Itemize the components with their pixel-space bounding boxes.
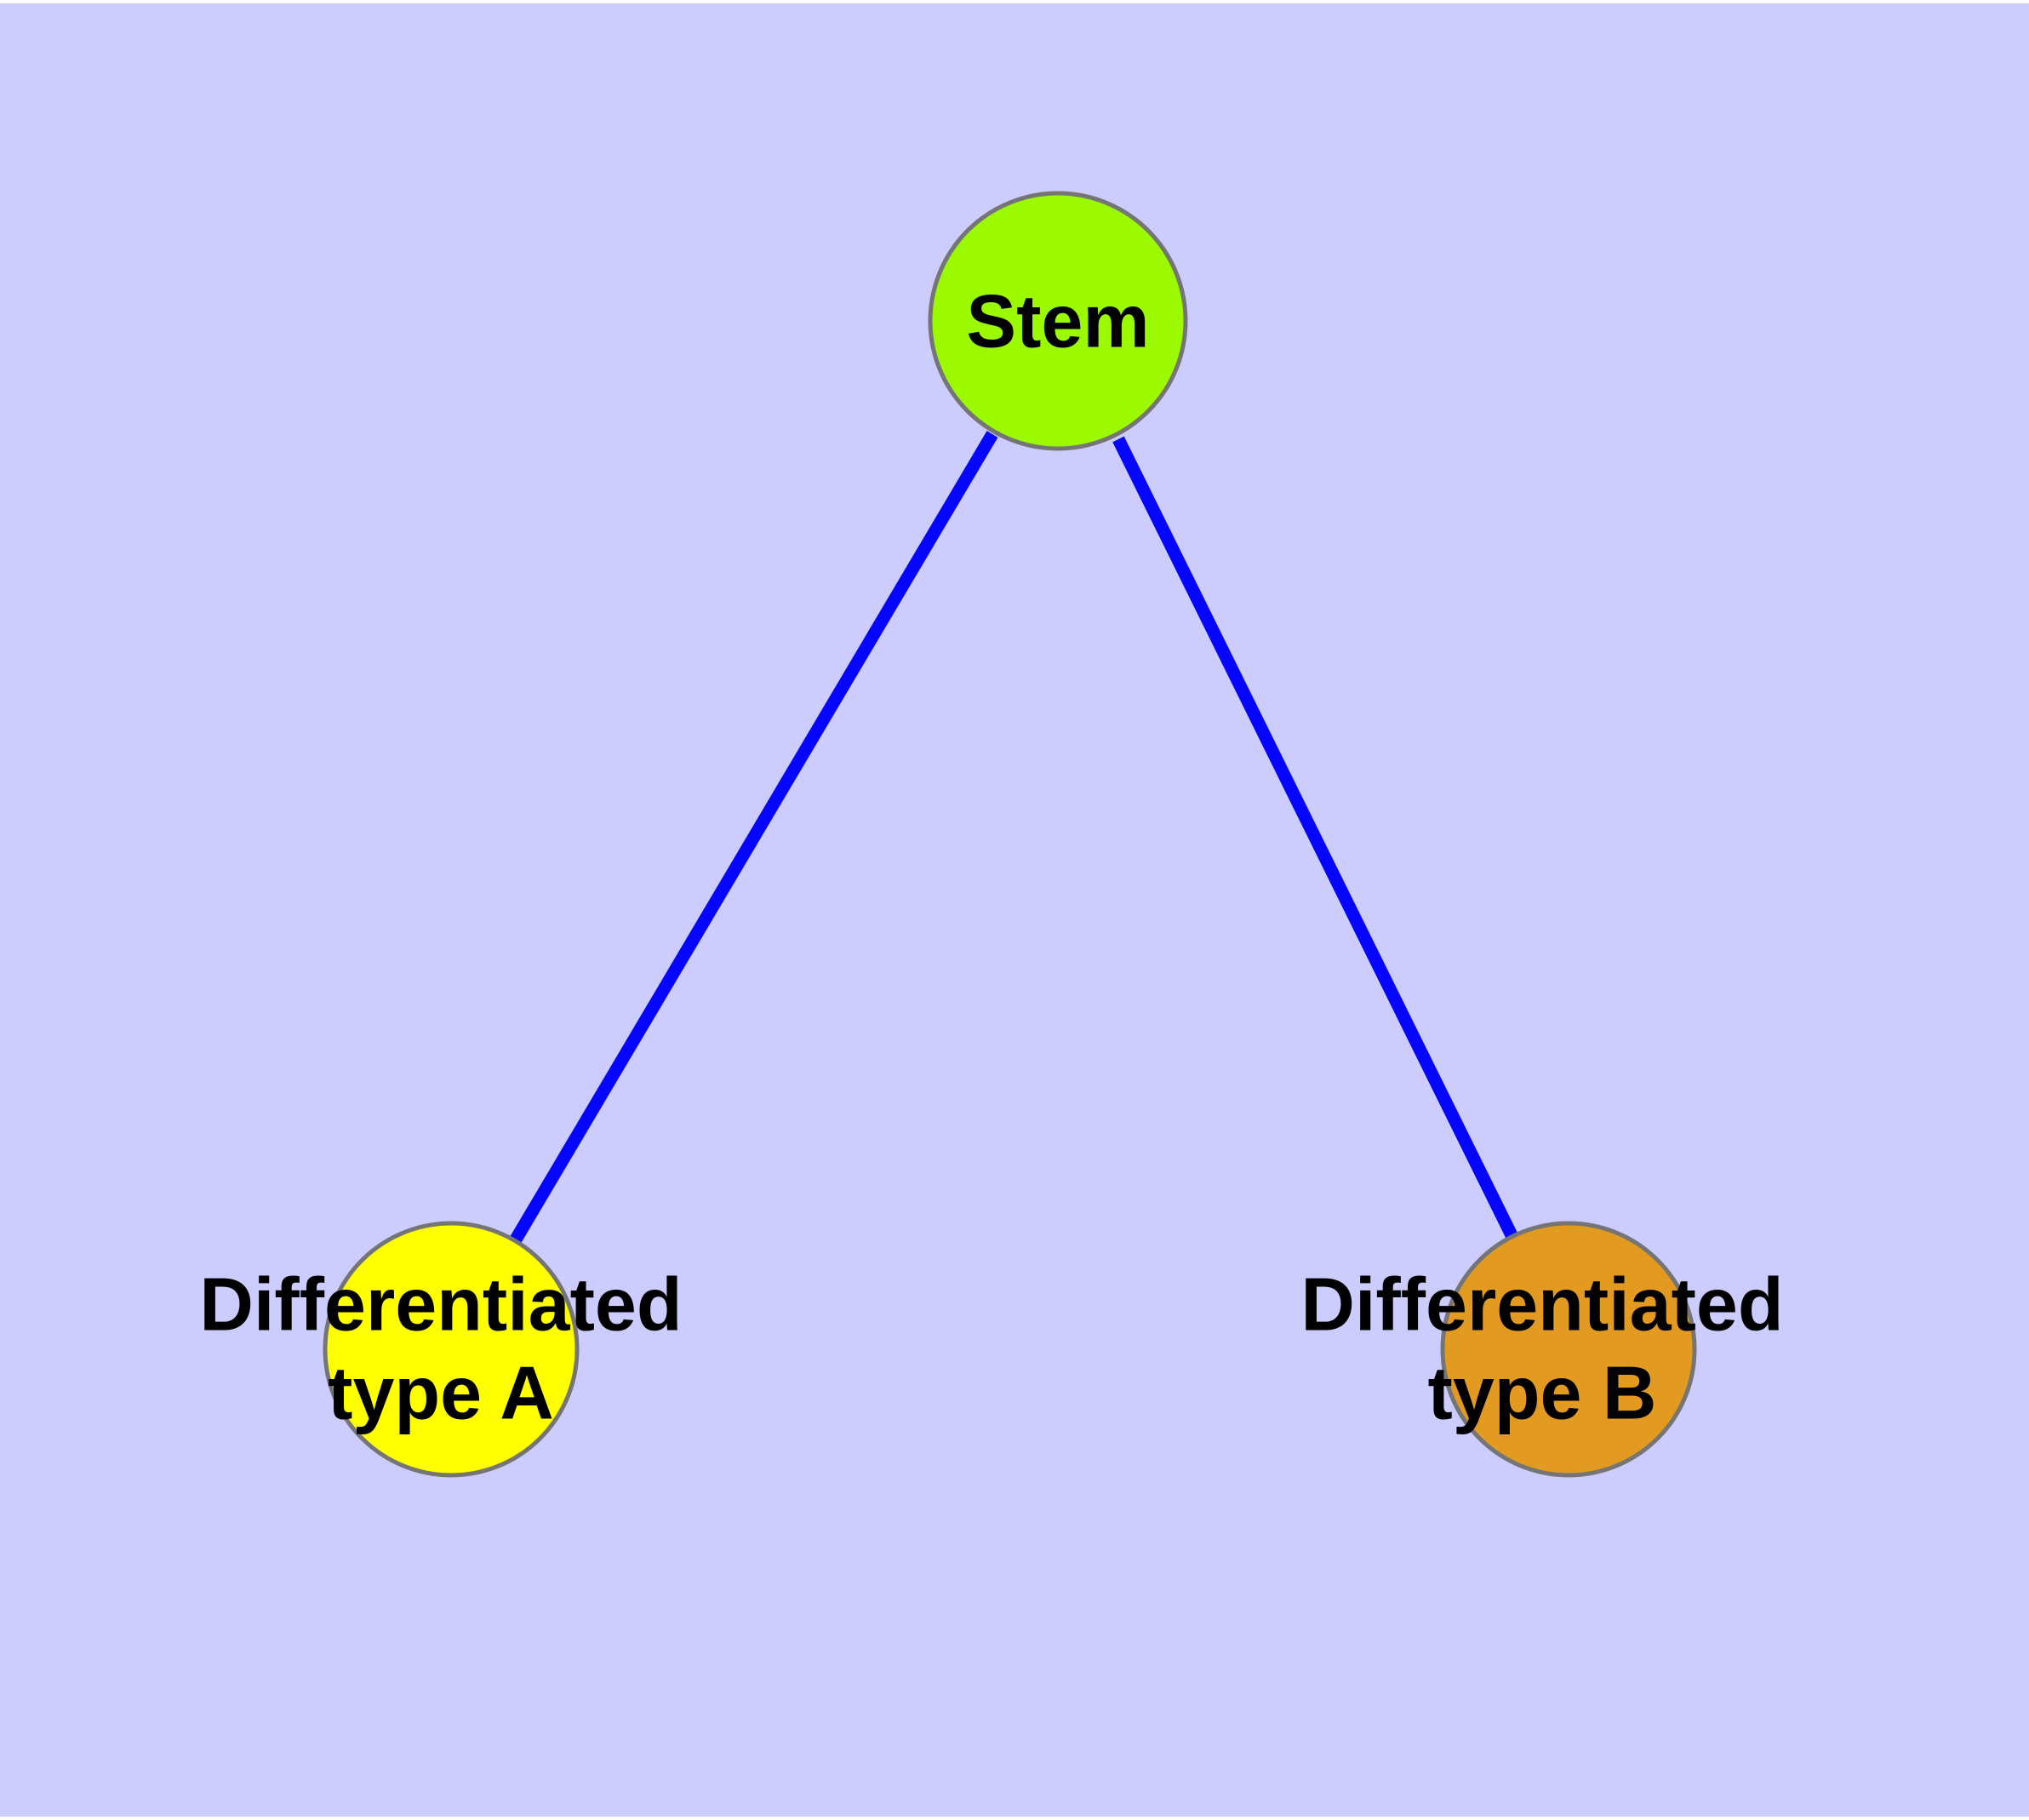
node-type-b-label-line1: Differentiated <box>1300 1262 1783 1347</box>
node-stem-circle <box>928 191 1188 451</box>
node-type-a-label-line2: type A <box>328 1351 554 1435</box>
edge-stem-to-type-a <box>510 431 998 1243</box>
node-type-a-circle <box>323 1221 580 1478</box>
node-stem-label: Stem <box>966 279 1149 363</box>
node-type-b-label-line2: type B <box>1428 1351 1657 1435</box>
node-type-b-circle <box>1440 1221 1697 1478</box>
edge-stem-to-type-b <box>1112 436 1517 1239</box>
node-type-a-label-line1: Differentiated <box>199 1262 682 1347</box>
